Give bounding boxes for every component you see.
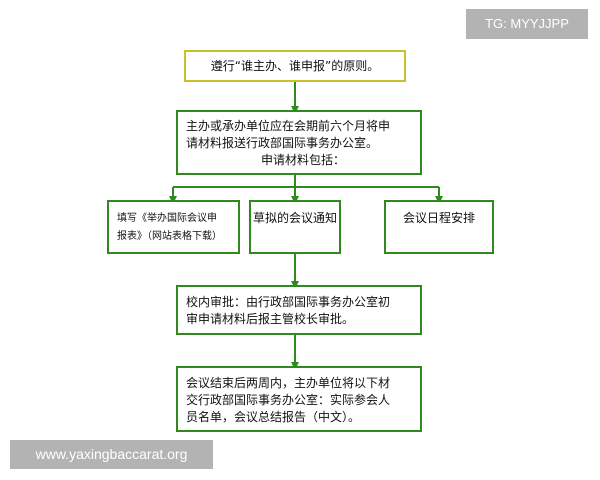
- apply-text-line-3: 申请材料包括：: [260, 153, 345, 167]
- material-schedule-box: 会议日程安排: [384, 200, 494, 254]
- material-form-box: 填写《举办国际会议申 报表》（网站表格下载）: [107, 200, 240, 254]
- report-text-line-2: 交行政部国际事务办公室：实际参会人: [186, 393, 391, 407]
- material-notice-text: 草拟的会议通知: [252, 211, 337, 225]
- apply-box: 主办或承办单位应在会期前六个月将申 请材料报送行政部国际事务办公室。 申请材料包…: [176, 110, 422, 175]
- review-text-line-2: 审申请材料后报主管校长审批。: [186, 312, 355, 326]
- watermark-bottom-badge: www.yaxingbaccarat.org: [10, 440, 213, 469]
- report-text-line-3: 员名单，会议总结报告（中文）。: [186, 410, 361, 424]
- report-box: 会议结束后两周内，主办单位将以下材 交行政部国际事务办公室：实际参会人 员名单，…: [176, 366, 422, 432]
- watermark-top-badge: TG: MYYJJPP: [466, 9, 588, 39]
- principle-box: 遵行“谁主办、谁申报”的原则。: [184, 50, 406, 82]
- material-notice-box: 草拟的会议通知: [249, 200, 341, 254]
- material-form-line-2: 报表》（网站表格下载）: [117, 231, 222, 242]
- review-box: 校内审批：由行政部国际事务办公室初 审申请材料后报主管校长审批。: [176, 285, 422, 335]
- principle-text: 遵行“谁主办、谁申报”的原则。: [210, 59, 380, 73]
- review-text-line-1: 校内审批：由行政部国际事务办公室初: [186, 295, 391, 309]
- material-schedule-text: 会议日程安排: [402, 211, 475, 225]
- apply-text-line-1: 主办或承办单位应在会期前六个月将申: [186, 119, 391, 133]
- material-form-line-1: 填写《举办国际会议申: [117, 213, 217, 224]
- apply-text-line-2: 请材料报送行政部国际事务办公室。: [186, 136, 379, 150]
- report-text-line-1: 会议结束后两周内，主办单位将以下材: [186, 376, 391, 390]
